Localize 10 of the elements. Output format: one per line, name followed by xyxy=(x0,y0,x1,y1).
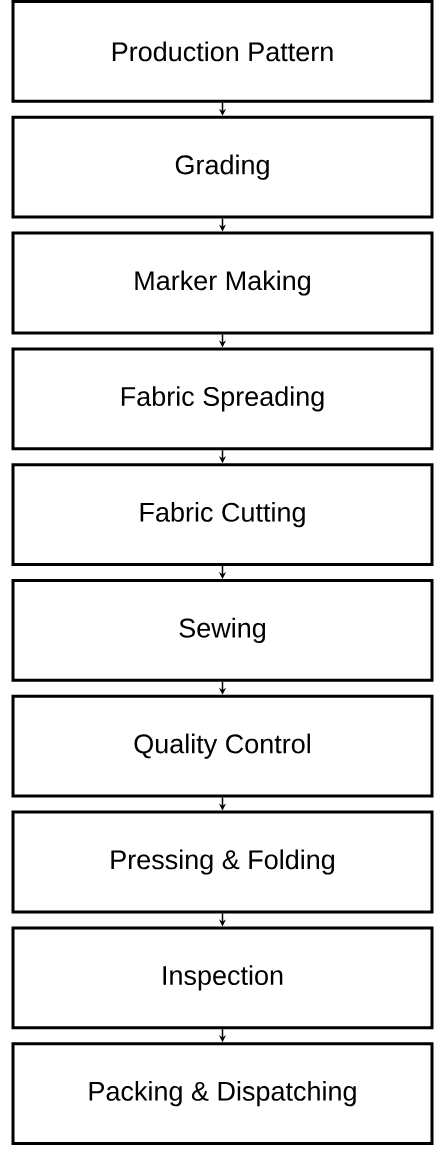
process-box: Pressing & Folding xyxy=(11,810,434,914)
process-box: Quality Control xyxy=(11,694,434,798)
process-box: Grading xyxy=(11,115,434,219)
process-box: Production Pattern xyxy=(11,0,434,103)
process-box: Fabric Cutting xyxy=(11,463,434,566)
process-box: Packing & Dispatching xyxy=(11,1042,434,1145)
process-box: Marker Making xyxy=(11,231,434,335)
process-box: Fabric Spreading xyxy=(11,347,434,451)
process-box: Sewing xyxy=(11,579,434,682)
process-box: Inspection xyxy=(11,926,434,1030)
